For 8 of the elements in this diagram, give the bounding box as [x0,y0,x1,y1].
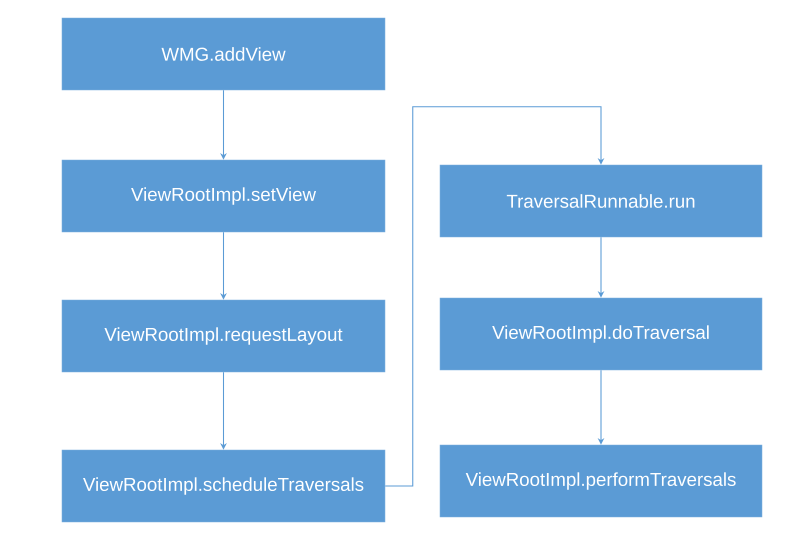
arrow [385,106,604,487]
process-box: ViewRootImpl.setView [62,160,386,232]
process-box: ViewRootImpl.requestLayout [62,300,386,372]
process-box: TraversalRunnable.run [440,164,762,238]
process-box: ViewRootImpl.scheduleTraversals [62,450,386,522]
process-box: ViewRootImpl.performTraversals [440,444,762,518]
process-box: WMG.addView [62,18,386,90]
process-box: ViewRootImpl.doTraversal [440,298,762,370]
